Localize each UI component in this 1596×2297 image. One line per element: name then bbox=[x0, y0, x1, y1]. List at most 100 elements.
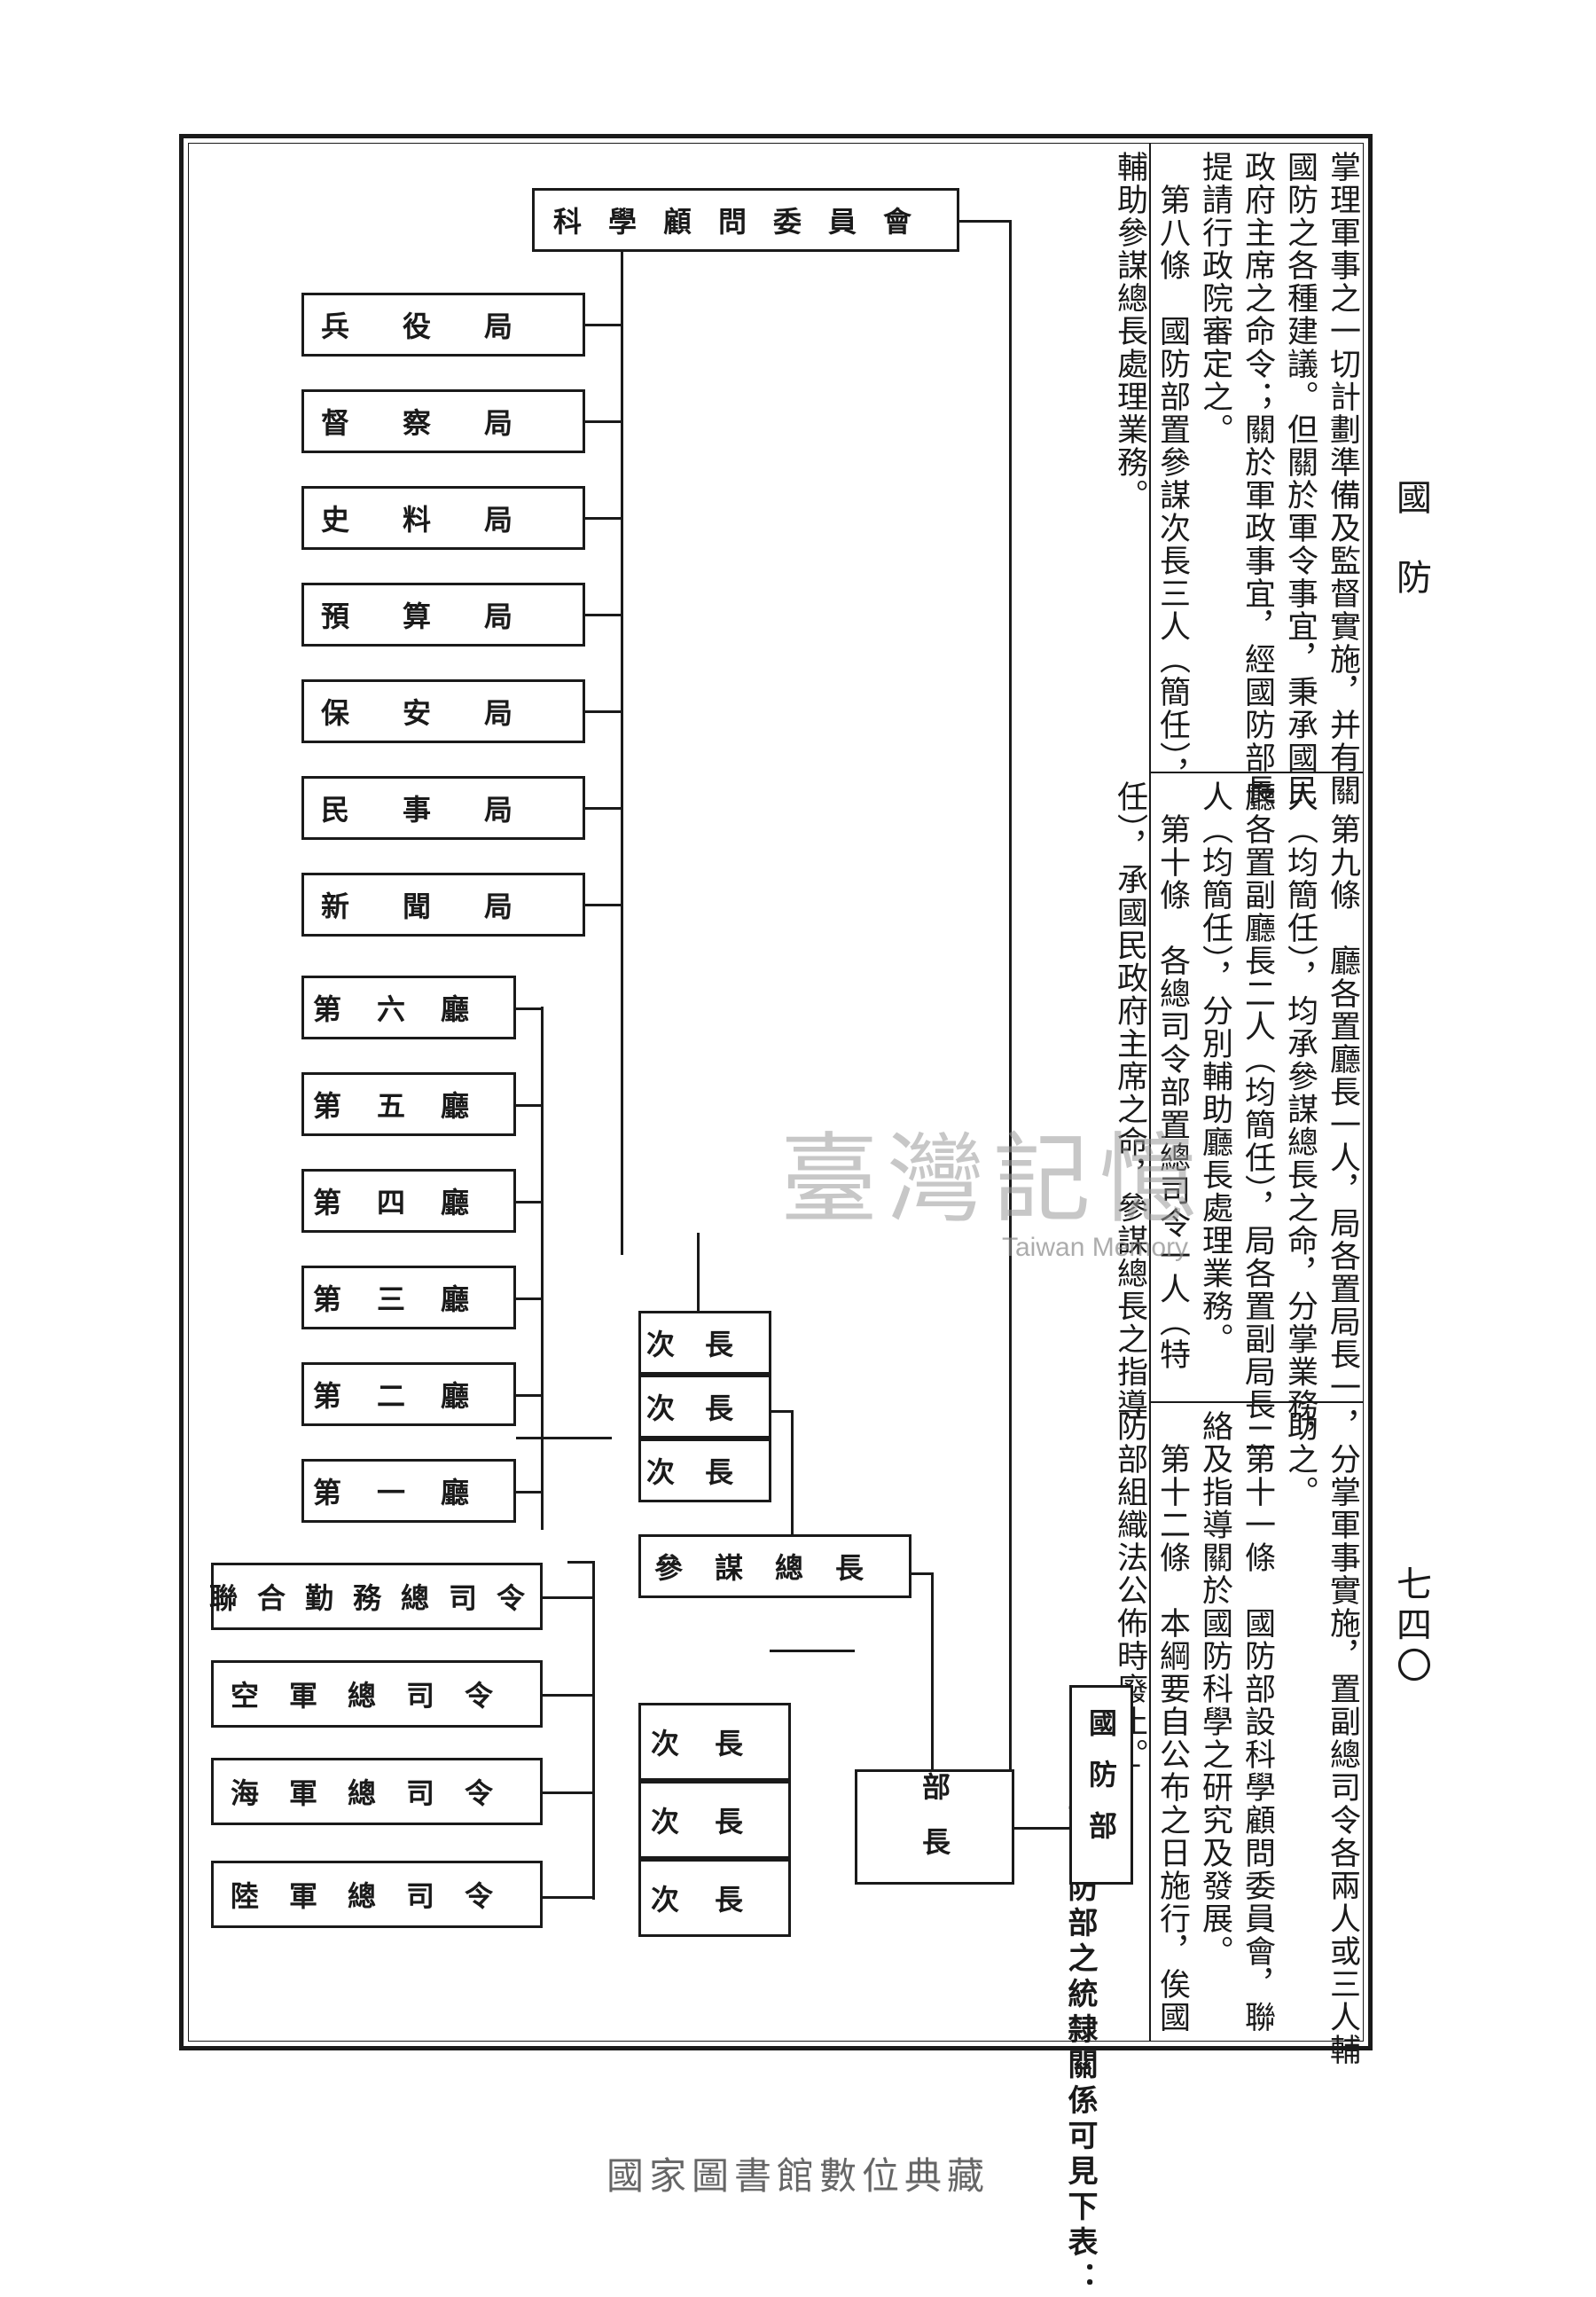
node-label: 次長 bbox=[650, 1883, 779, 1917]
article-line: 人（均簡任），均承參謀總長之命，分掌業務， bbox=[1282, 780, 1318, 1454]
node-bureau: 民事局 bbox=[301, 776, 585, 840]
text-area-divider bbox=[1149, 143, 1151, 2042]
trunk-line bbox=[1009, 220, 1012, 1830]
article-line: 國防之各種建議。但關於軍令事宜，秉承國民 bbox=[1282, 151, 1318, 807]
article-line: 助之。 bbox=[1282, 1410, 1318, 1509]
connector bbox=[516, 1201, 543, 1203]
node-vice-minister: 次長 bbox=[638, 1781, 791, 1859]
node-label: 保安局 bbox=[320, 696, 567, 730]
node-department: 第二廳 bbox=[301, 1362, 516, 1426]
connector bbox=[585, 807, 622, 810]
page-number: 七四〇 bbox=[1390, 1565, 1431, 1688]
node-vice-minister: 次長 bbox=[638, 1703, 791, 1781]
connector bbox=[791, 1410, 794, 1556]
node-label: 次長 bbox=[645, 1328, 764, 1361]
node-bureau: 督察局 bbox=[301, 389, 585, 453]
connector bbox=[1009, 1827, 1069, 1830]
node-chief-of-staff: 參謀總長 bbox=[638, 1534, 911, 1598]
node-label: 次長 bbox=[650, 1805, 779, 1838]
article-line: 政府主席之命令；關於軍政事宜，經國防部長 bbox=[1240, 151, 1275, 807]
connector bbox=[516, 1437, 612, 1439]
connector bbox=[585, 324, 622, 326]
node-label: 次長 bbox=[645, 1455, 764, 1489]
article-line: 任），承國民政府主席之命，參謀總長之指導 bbox=[1112, 780, 1147, 1422]
column-divider bbox=[1149, 772, 1364, 773]
node-bureau: 新聞局 bbox=[301, 873, 585, 937]
node-label: 聯合勤務總司令 bbox=[208, 1581, 545, 1615]
article-line: 第十二條 本綱要自公布之日施行，俟國 bbox=[1154, 1410, 1190, 2034]
article-line: 提請行政院審定之。 bbox=[1197, 151, 1232, 446]
node-label: 海軍總司令 bbox=[230, 1776, 524, 1810]
connector bbox=[543, 1896, 594, 1899]
article-line: 人（均簡任），分別輔助廳長處理業務。 bbox=[1197, 780, 1232, 1356]
connector bbox=[931, 1572, 934, 1830]
page-border-outer bbox=[179, 134, 1373, 2050]
connector bbox=[585, 420, 622, 423]
connector bbox=[585, 614, 622, 616]
connector bbox=[516, 1104, 543, 1107]
node-label: 空軍總司令 bbox=[230, 1679, 524, 1713]
connector bbox=[585, 710, 622, 713]
article-line: 絡及指導關於國防科學之研究及發展。 bbox=[1197, 1410, 1232, 1968]
node-department: 第一廳 bbox=[301, 1459, 516, 1523]
node-command: 聯合勤務總司令 bbox=[208, 1563, 545, 1630]
article-line: ，分掌軍事實施，置副總司令各兩人或三人輔 bbox=[1325, 1410, 1360, 2066]
connector bbox=[585, 904, 622, 906]
node-department: 第三廳 bbox=[301, 1266, 516, 1329]
article-line: 輔助參謀總長處理業務。 bbox=[1112, 151, 1147, 512]
connector bbox=[911, 1572, 931, 1575]
node-vice-minister-extra: 次長 bbox=[638, 1859, 791, 1937]
connector bbox=[771, 1410, 794, 1413]
node-command: 陸軍總司令 bbox=[211, 1861, 543, 1928]
connector bbox=[543, 1791, 594, 1794]
node-command: 空軍總司令 bbox=[211, 1660, 543, 1728]
node-label: 第三廳 bbox=[312, 1282, 505, 1316]
node-label: 民事局 bbox=[320, 793, 567, 827]
book-title: 國防 bbox=[1390, 479, 1431, 639]
node-label: 第一廳 bbox=[312, 1476, 505, 1509]
article-line: 第八條 國防部置參謀次長三人（簡任）， bbox=[1154, 151, 1190, 792]
connector bbox=[585, 517, 622, 520]
node-label: 參謀總長 bbox=[653, 1551, 896, 1585]
node-label: 兵役局 bbox=[320, 310, 567, 343]
connector bbox=[543, 1596, 594, 1599]
connector bbox=[516, 1007, 543, 1010]
article-block-b: 第九條 廳各置廳長一人，局各置局長一 人（均簡任），均承參謀總長之命，分掌業務，… bbox=[1112, 780, 1364, 1454]
article-block-a: 掌理軍事之一切計劃準備及監督實施，并有關 國防之各種建議。但關於軍令事宜，秉承國… bbox=[1112, 151, 1364, 807]
node-command: 海軍總司令 bbox=[211, 1758, 543, 1825]
department-line bbox=[541, 1007, 544, 1530]
node-label: 科學顧問委員會 bbox=[552, 205, 939, 239]
command-line bbox=[592, 1561, 595, 1900]
column-divider bbox=[1149, 1401, 1364, 1403]
node-label: 史料局 bbox=[320, 503, 567, 537]
node-bureau: 預算局 bbox=[301, 583, 585, 647]
node-label: 第五廳 bbox=[312, 1089, 505, 1123]
node-vice-chief: 次長 bbox=[638, 1311, 771, 1375]
node-label: 第二廳 bbox=[312, 1379, 505, 1413]
node-science-committee: 科學顧問委員會 bbox=[532, 188, 959, 252]
article-block-c: ，分掌軍事實施，置副總司令各兩人或三人輔 助之。 第十一條 國防部設科學顧問委員… bbox=[1112, 1410, 1364, 2066]
node-label: 次長 bbox=[645, 1392, 764, 1425]
connector bbox=[516, 1297, 543, 1300]
node-ministry: 國防部 bbox=[1069, 1685, 1133, 1885]
node-vice-chief: 次長 bbox=[638, 1375, 771, 1439]
node-label: 督察局 bbox=[320, 406, 567, 440]
node-department: 第五廳 bbox=[301, 1072, 516, 1136]
node-vice-chief: 次長 bbox=[638, 1439, 771, 1502]
bureau-line bbox=[621, 200, 623, 1255]
node-label: 第四廳 bbox=[312, 1186, 505, 1219]
node-label: 預算局 bbox=[320, 600, 567, 633]
article-line: 第九條 廳各置廳長一人，局各置局長一 bbox=[1325, 780, 1360, 1404]
watermark-logo: 臺灣記憶 bbox=[780, 1123, 1206, 1236]
node-label: 第六廳 bbox=[312, 992, 505, 1026]
connector bbox=[516, 1394, 543, 1397]
node-label: 陸軍總司令 bbox=[230, 1879, 524, 1913]
connector bbox=[770, 1650, 855, 1652]
connector bbox=[567, 1561, 594, 1564]
node-label: 次長 bbox=[650, 1727, 779, 1760]
node-minister: 部長 bbox=[855, 1769, 1014, 1885]
node-department: 第六廳 bbox=[301, 976, 516, 1039]
watermark-text: Taiwan Memory bbox=[1002, 1233, 1189, 1262]
node-label: 新聞局 bbox=[320, 890, 567, 923]
page-border-inner bbox=[188, 143, 1364, 2042]
